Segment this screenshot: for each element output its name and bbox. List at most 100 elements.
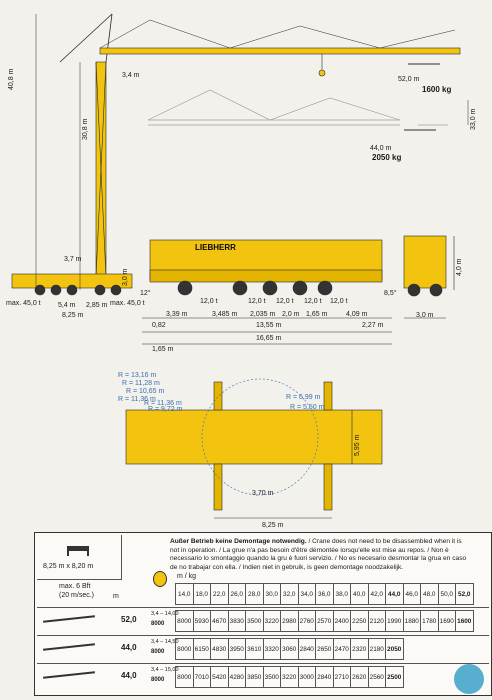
wind-sub-label: (20 m/sec.): [59, 592, 95, 599]
range-label: 3,4 – 15,00: [151, 667, 179, 673]
jib-config-icon: [43, 643, 95, 651]
radius-cell: 50,0: [437, 583, 456, 605]
load-cell: 3500: [245, 610, 264, 632]
radius-cell: 52,0: [455, 583, 474, 605]
height-total-label: 40,8 m: [8, 68, 15, 90]
load-cell: 1600: [455, 610, 474, 632]
tower-crane-elevation: [11, 13, 461, 296]
outrigger-icon: [67, 546, 89, 556]
load-cell: 5420: [210, 666, 229, 688]
load-cell: 3000: [297, 666, 316, 688]
load-cell: 7010: [192, 666, 211, 688]
max-right-label: max. 45,0 t: [110, 300, 145, 307]
height-second-label: 30,8 m: [82, 118, 89, 140]
max-load: 8000: [151, 649, 165, 655]
dim-1: 3,39 m: [166, 311, 188, 318]
axle-2: 12,0 t: [248, 298, 266, 305]
load-cell: 3500: [262, 666, 281, 688]
truck-front-view: [403, 235, 455, 319]
radius-3: R = 10,65 m: [126, 388, 165, 395]
dim-2: 3,485 m: [212, 311, 238, 318]
load-cell: 2760: [297, 610, 316, 632]
load-cell: 8000: [175, 610, 194, 632]
d54-label: 5,4 m: [58, 302, 76, 309]
plan-view: [125, 378, 383, 519]
load-cell: 3950: [227, 638, 246, 660]
dim-3: 2,035 m: [250, 311, 276, 318]
load-cell: 4280: [227, 666, 246, 688]
wind-label: max. 6 Bft: [59, 583, 91, 590]
front-over-label: 0,82: [152, 322, 166, 329]
col-m-label: m: [113, 593, 119, 600]
max-load: 8000: [151, 677, 165, 683]
load-cell: 3220: [280, 666, 299, 688]
radius-cell: 14,0: [175, 583, 194, 605]
jib-length: 44,0: [121, 671, 137, 680]
jib-load-label: 1600 kg: [422, 85, 452, 94]
load-cell: 3610: [245, 638, 264, 660]
load-cell: 3320: [262, 638, 281, 660]
radius-cell: 26,0: [227, 583, 246, 605]
outrigger-l-label: 8,25 m: [262, 522, 284, 529]
radius-6: R = 9,72 m: [148, 406, 183, 413]
total-wb-label: 13,55 m: [256, 322, 282, 329]
radius-right-2: R = 5,50 m: [290, 404, 325, 411]
total-len-label: 16,65 m: [256, 335, 282, 342]
load-cell: 2180: [367, 638, 386, 660]
radius-cell: 48,0: [420, 583, 439, 605]
support-label: 8,25 m x 8,20 m: [43, 563, 94, 570]
reach-second-label: 44,0 m: [370, 145, 392, 152]
truck-side-view: [142, 239, 392, 345]
height-small-label: 3,4 m: [122, 72, 140, 79]
jib-config-icon: [43, 671, 95, 679]
radius-1: R = 13,16 m: [118, 372, 157, 379]
load-cell: 2500: [385, 666, 404, 688]
rear-over-label: 2,27 m: [362, 322, 384, 329]
load-cell: 2250: [350, 610, 369, 632]
col-mkg-label: m / kg: [177, 573, 197, 580]
load-cell: 3060: [280, 638, 299, 660]
d825-label: 8,25 m: [62, 312, 84, 319]
radius-cell: 36,0: [315, 583, 334, 605]
load-cell: 2470: [332, 638, 351, 660]
load-cell: 5930: [192, 610, 211, 632]
load-cell: 2840: [315, 666, 334, 688]
load-cell: 3830: [227, 610, 246, 632]
jib-length: 52,0: [121, 615, 137, 624]
load-cell: 4670: [210, 610, 229, 632]
slew-label: 3,70 m: [252, 490, 274, 497]
radius-cell: 34,0: [297, 583, 316, 605]
hook-icon: [153, 571, 167, 587]
radius-2: R = 11,28 m: [122, 380, 160, 387]
load-cell: 1690: [437, 610, 456, 632]
load-cell: 2620: [350, 666, 369, 688]
axle-5: 12,0 t: [330, 298, 348, 305]
d285-label: 2,85 m: [86, 302, 108, 309]
radius-cell: 42,0: [367, 583, 386, 605]
axle-4: 12,0 t: [304, 298, 322, 305]
load-cell: 3850: [245, 666, 264, 688]
radius-cell: 18,0: [192, 583, 211, 605]
angle-left-label: 12°: [140, 290, 151, 297]
radius-4: R = 11,36 m: [118, 396, 156, 403]
radius-5: R = 11,36 m: [144, 400, 182, 407]
range-label: 3,4 – 14,00: [151, 611, 179, 617]
brand-logo: [454, 664, 484, 694]
dim-4: 2,0 m: [282, 311, 300, 318]
radius-cell: 38,0: [332, 583, 351, 605]
load-cell: 3220: [262, 610, 281, 632]
max-left-label: max. 45,0 t: [6, 300, 41, 307]
load-cell: 6150: [192, 638, 211, 660]
brand-label: LIEBHERR: [195, 243, 236, 252]
load-cell: 2570: [315, 610, 334, 632]
load-cell: 8000: [175, 638, 194, 660]
axle-3: 12,0 t: [276, 298, 294, 305]
jib-reach-label: 52,0 m: [398, 76, 420, 83]
radius-cell: 30,0: [262, 583, 281, 605]
outrigger-w-label: 5,95 m: [354, 434, 361, 456]
truck-width-label: 3,0 m: [416, 312, 434, 319]
